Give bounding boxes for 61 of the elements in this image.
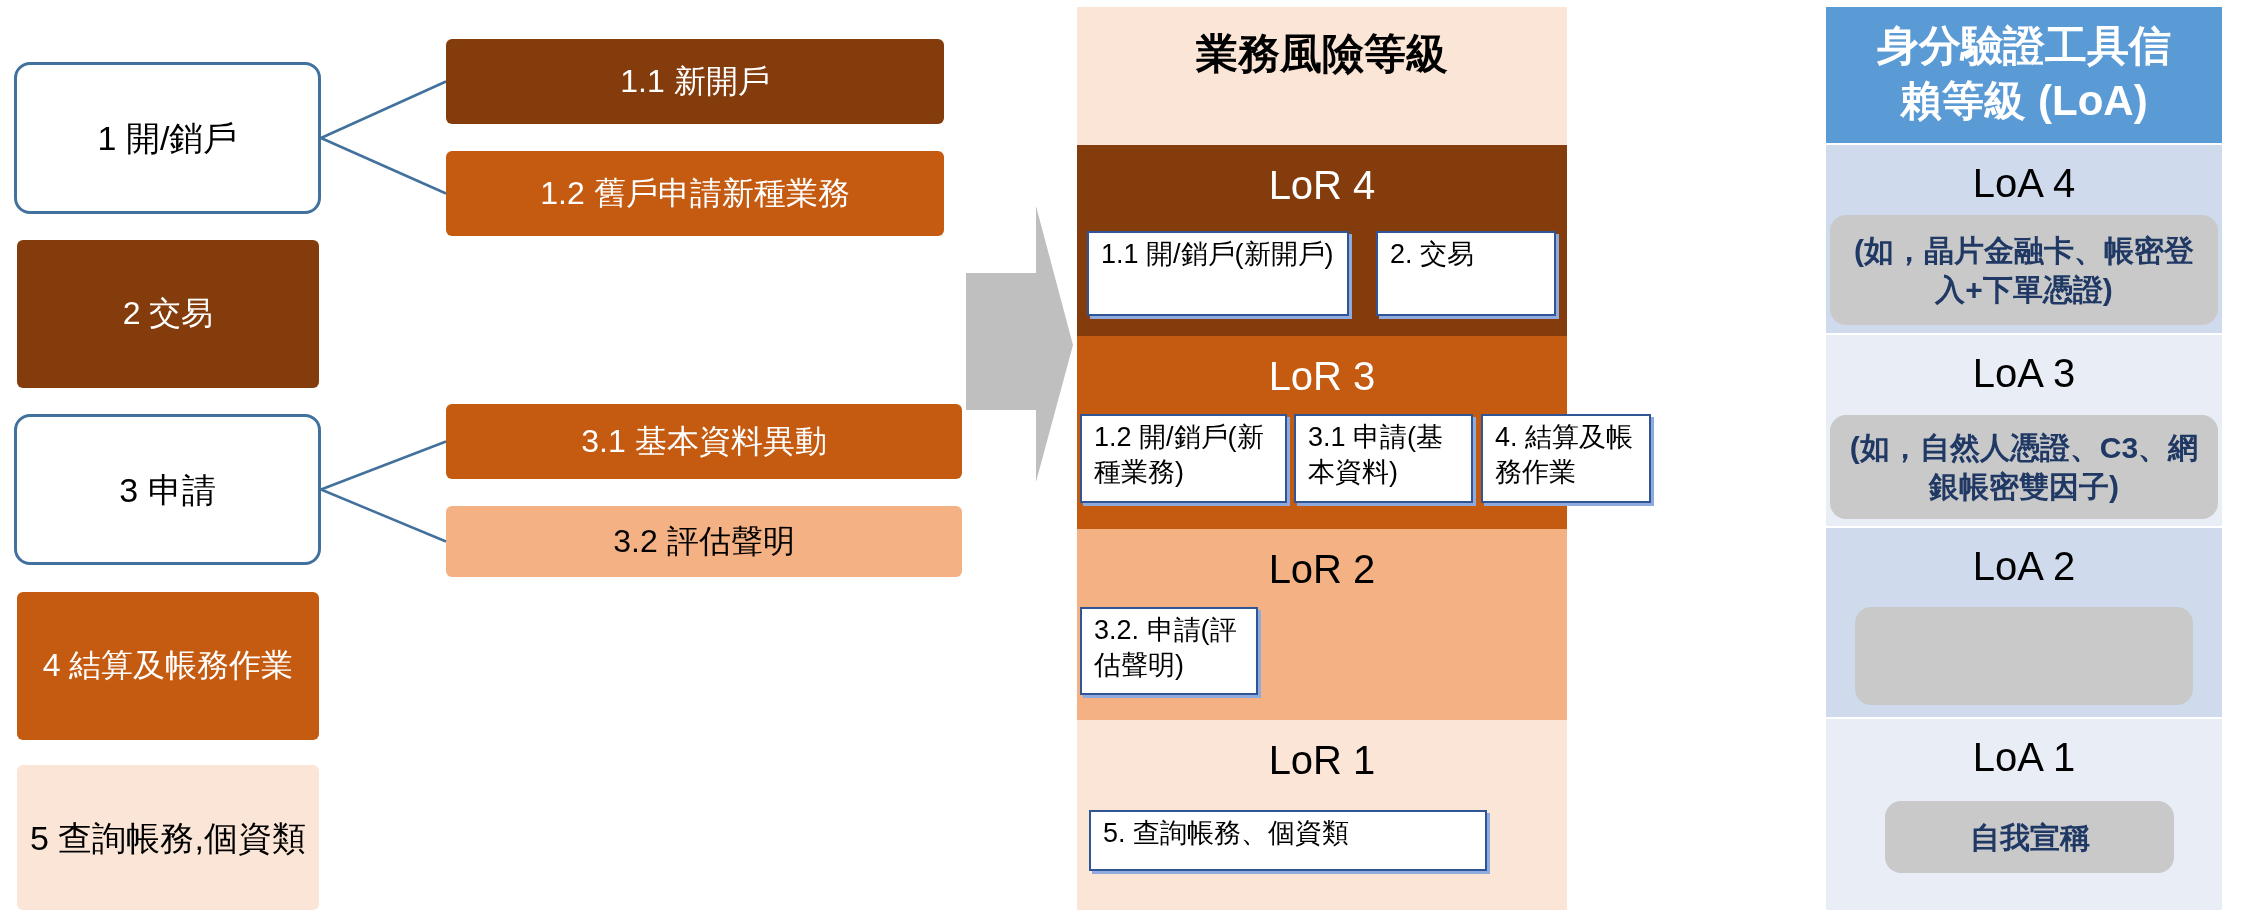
example-box: [1830, 415, 2218, 519]
label: 4 結算及帳務作業: [41, 646, 295, 686]
level-band: [1826, 335, 2222, 526]
label: 3.1 基本資料異動: [580, 421, 828, 461]
process-box: [446, 39, 944, 124]
heading: LoR 2: [1267, 546, 1377, 593]
label: 1 開/銷戶: [96, 117, 239, 159]
label: 3.2. 申請(評估聲明): [1093, 614, 1238, 683]
label: 自我宣稱: [1968, 819, 2091, 856]
connector-line: [320, 488, 447, 543]
note-card: [1089, 810, 1487, 871]
note-card: [1080, 414, 1287, 503]
heading: LoR 1: [1267, 737, 1377, 784]
process-box: [446, 404, 962, 479]
example-box: [1830, 215, 2218, 325]
label: 1.2 舊戶申請新種業務: [539, 173, 851, 213]
process-box: [446, 506, 962, 577]
note-card: [1294, 414, 1473, 503]
label: 2 交易: [121, 294, 215, 334]
heading: LoA 1: [1971, 734, 2077, 781]
process-box: [17, 592, 319, 740]
label: 4. 結算及帳務作業: [1494, 421, 1635, 490]
example-box: [1885, 801, 2174, 873]
heading: LoR 4: [1267, 162, 1377, 209]
process-box: [446, 151, 944, 236]
heading: LoA 2: [1971, 543, 2077, 590]
label: 3.2 評估聲明: [612, 521, 796, 561]
label: 1.1 新開戶: [619, 61, 771, 101]
label: 1.2 開/銷戶(新種業務): [1093, 421, 1265, 490]
header-box: [1826, 7, 2222, 143]
label: 5 查詢帳務,個資類: [29, 817, 307, 859]
connector-line: [320, 136, 447, 195]
label: 2. 交易: [1389, 238, 1476, 271]
heading: 身分驗證工具信賴等級 (LoA): [1876, 21, 2172, 126]
connector-line: [320, 440, 447, 491]
note-card: [1376, 231, 1556, 316]
box-shape: [1855, 607, 2193, 705]
label: 5. 查詢帳務、個資類: [1102, 817, 1351, 850]
level-band: [1826, 528, 2222, 717]
label: 3.1 申請(基本資料): [1307, 421, 1445, 490]
label: (如，自然人憑證、C3、網銀帳密雙因子): [1848, 430, 2200, 505]
label: 3 申請: [118, 469, 217, 511]
process-box: [17, 765, 319, 910]
heading: LoA 4: [1971, 160, 2077, 207]
note-card: [1080, 607, 1258, 695]
level-band: [1826, 145, 2222, 333]
note-card: [1087, 231, 1349, 316]
heading: LoA 3: [1971, 350, 2077, 397]
process-box: [14, 62, 321, 214]
block-arrow: [966, 206, 1073, 482]
heading: 業務風險等級: [1195, 29, 1449, 79]
process-box: [17, 240, 319, 388]
label: (如，晶片金融卡、帳密登入+下單憑證): [1853, 233, 2195, 308]
level-band: [1077, 529, 1567, 720]
level-band: [1826, 719, 2222, 910]
level-band: [1077, 145, 1567, 336]
process-box: [14, 414, 321, 565]
label: 1.1 開/銷戶(新開戶): [1100, 238, 1335, 271]
connector-line: [320, 80, 447, 140]
heading: LoR 3: [1267, 353, 1377, 400]
note-card: [1481, 414, 1651, 503]
